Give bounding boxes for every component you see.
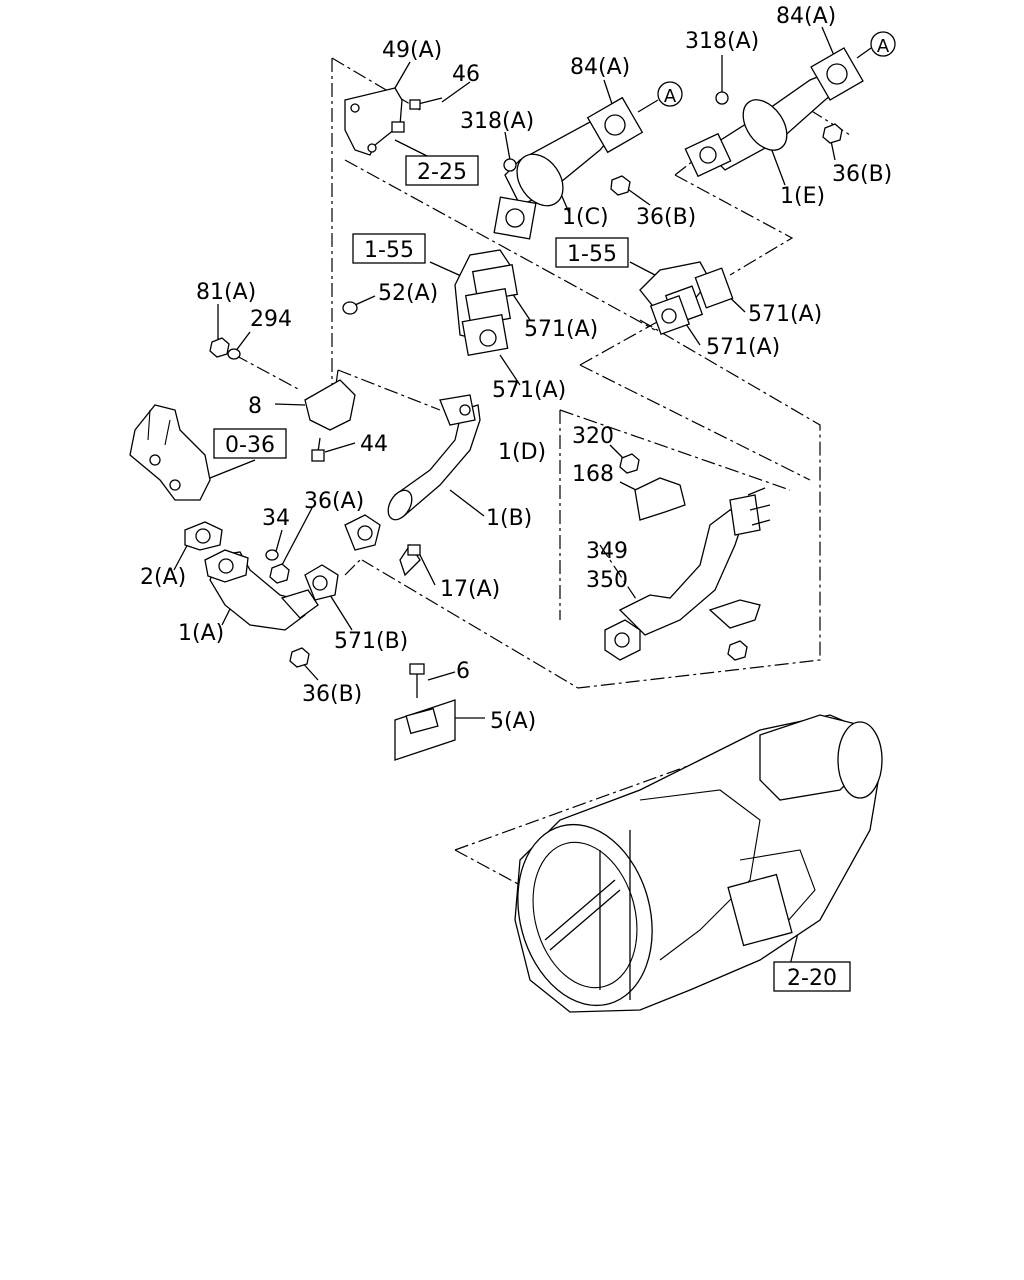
callout-168: 168 <box>572 462 614 487</box>
ref-box-label: 1-55 <box>364 238 414 263</box>
callout-571a-right-2: 571(A) <box>706 335 780 360</box>
washer-294 <box>227 348 241 360</box>
callout-320: 320 <box>572 424 614 449</box>
callout-571b: 571(B) <box>334 629 408 654</box>
callout-294: 294 <box>250 307 292 332</box>
pipe-1d <box>604 487 771 661</box>
callout-571a-center-2: 571(A) <box>492 378 566 403</box>
pipe-1b <box>387 394 481 521</box>
callout-1b: 1(B) <box>486 506 532 531</box>
ref-box-2-20[interactable]: 2-20 <box>773 961 851 992</box>
pipe-1a <box>204 549 319 631</box>
callout-318a-right: 318(A) <box>685 29 759 54</box>
stud-46 <box>409 97 443 110</box>
callout-84a-right: 84(A) <box>776 4 836 29</box>
callout-8: 8 <box>248 394 262 419</box>
plate-5a <box>394 699 456 761</box>
callout-1c: 1(C) <box>562 205 609 230</box>
bracket-8 <box>304 379 356 431</box>
callout-350: 350 <box>586 568 628 593</box>
flange-group-right <box>639 261 734 336</box>
flange-group-center <box>454 249 519 356</box>
ref-box-2-25[interactable]: 2-25 <box>405 155 479 186</box>
nut-318a-right <box>715 91 729 105</box>
circle-marker-a-mid: A <box>657 81 683 107</box>
callout-318a-mid: 318(A) <box>460 109 534 134</box>
ref-box-label: 2-20 <box>787 966 837 991</box>
callout-1d: 1(D) <box>498 440 546 465</box>
ref-box-1-55-center[interactable]: 1-55 <box>352 233 426 264</box>
ref-box-label: 2-25 <box>417 160 467 185</box>
bolt-350 <box>727 640 748 661</box>
marker-label: A <box>877 36 890 57</box>
bolt-near-49a <box>391 121 405 133</box>
transmission-2-20 <box>514 714 883 1013</box>
exhaust-manifold-0-36 <box>129 404 211 501</box>
callout-1e: 1(E) <box>780 184 825 209</box>
callout-52a: 52(A) <box>378 281 438 306</box>
callout-1a: 1(A) <box>178 621 224 646</box>
callout-46: 46 <box>452 62 480 87</box>
flange-near-36a <box>344 514 381 551</box>
callout-labels: 49(A) 46 318(A) 84(A) 318(A) 84(A) 36(B)… <box>140 4 892 734</box>
callout-571a-center-1: 571(A) <box>524 317 598 342</box>
marker-label: A <box>664 86 677 107</box>
callout-36b-lower: 36(B) <box>302 682 362 707</box>
ref-box-1-55-right[interactable]: 1-55 <box>555 237 629 268</box>
bracket-49a <box>344 87 403 156</box>
callout-36b-right: 36(B) <box>832 162 892 187</box>
callout-5a: 5(A) <box>490 709 536 734</box>
callout-2a: 2(A) <box>140 565 186 590</box>
circle-marker-a-top: A <box>870 31 896 57</box>
nut-52a <box>342 301 358 315</box>
pipe-1e <box>684 47 864 178</box>
nut-36a <box>269 563 290 584</box>
ref-box-0-36[interactable]: 0-36 <box>213 428 287 459</box>
gasket-2a <box>184 521 223 551</box>
bracket-168 <box>634 477 686 521</box>
nut-318a-upper-mid <box>503 158 517 172</box>
nut-36b-right <box>822 123 843 144</box>
bolt-44 <box>311 437 325 462</box>
ref-box-label: 0-36 <box>225 433 275 458</box>
bolt-17a <box>399 543 421 577</box>
nut-36b-mid <box>610 175 631 196</box>
callout-34: 34 <box>262 506 290 531</box>
callout-44: 44 <box>360 432 388 457</box>
leader-lines <box>173 26 836 966</box>
callout-6: 6 <box>456 659 470 684</box>
callout-81a: 81(A) <box>196 280 256 305</box>
callout-349: 349 <box>586 539 628 564</box>
callout-17a: 17(A) <box>440 577 500 602</box>
pipe-1c <box>493 96 644 240</box>
clamp-349 <box>708 599 761 629</box>
callout-36a: 36(A) <box>304 489 364 514</box>
callout-49a: 49(A) <box>382 38 442 63</box>
nut-320 <box>619 453 640 474</box>
nut-36b-lower <box>289 647 310 668</box>
washer-34 <box>265 549 279 561</box>
nut-81a <box>209 337 230 358</box>
callout-84a-mid: 84(A) <box>570 55 630 80</box>
callout-571a-right-1: 571(A) <box>748 302 822 327</box>
gasket-571b <box>304 564 339 601</box>
callout-36b-mid: 36(B) <box>636 205 696 230</box>
ref-box-label: 1-55 <box>567 242 617 267</box>
bolt-6 <box>409 663 425 698</box>
